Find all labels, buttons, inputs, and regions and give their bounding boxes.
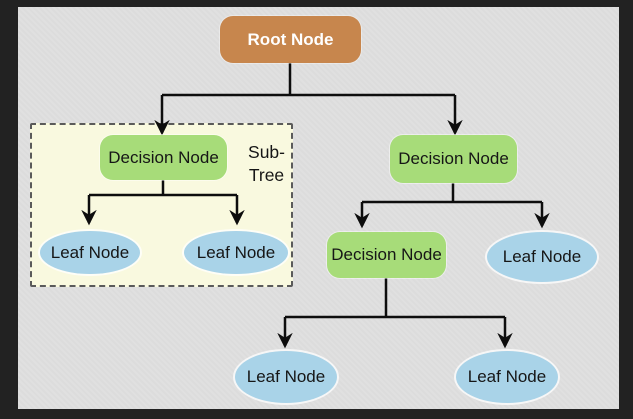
subtree-label: Sub- Tree	[248, 142, 285, 185]
diagram-canvas: Root Node Decision Node Sub- Tree Leaf N…	[18, 7, 619, 409]
leaf-node-bottom-right: Leaf Node	[456, 351, 558, 403]
leaf-node-subtree-right: Leaf Node	[184, 231, 288, 274]
decision-node-subtree: Decision Node	[100, 135, 227, 180]
decision-node-child: Decision Node	[327, 232, 446, 278]
leaf-node-subtree-left: Leaf Node	[40, 231, 140, 274]
leaf-node-right: Leaf Node	[487, 232, 597, 282]
root-node: Root Node	[220, 16, 361, 63]
connector-lines	[81, 63, 550, 349]
leaf-node-bottom-left: Leaf Node	[235, 351, 337, 403]
decision-node-right: Decision Node	[390, 135, 517, 183]
